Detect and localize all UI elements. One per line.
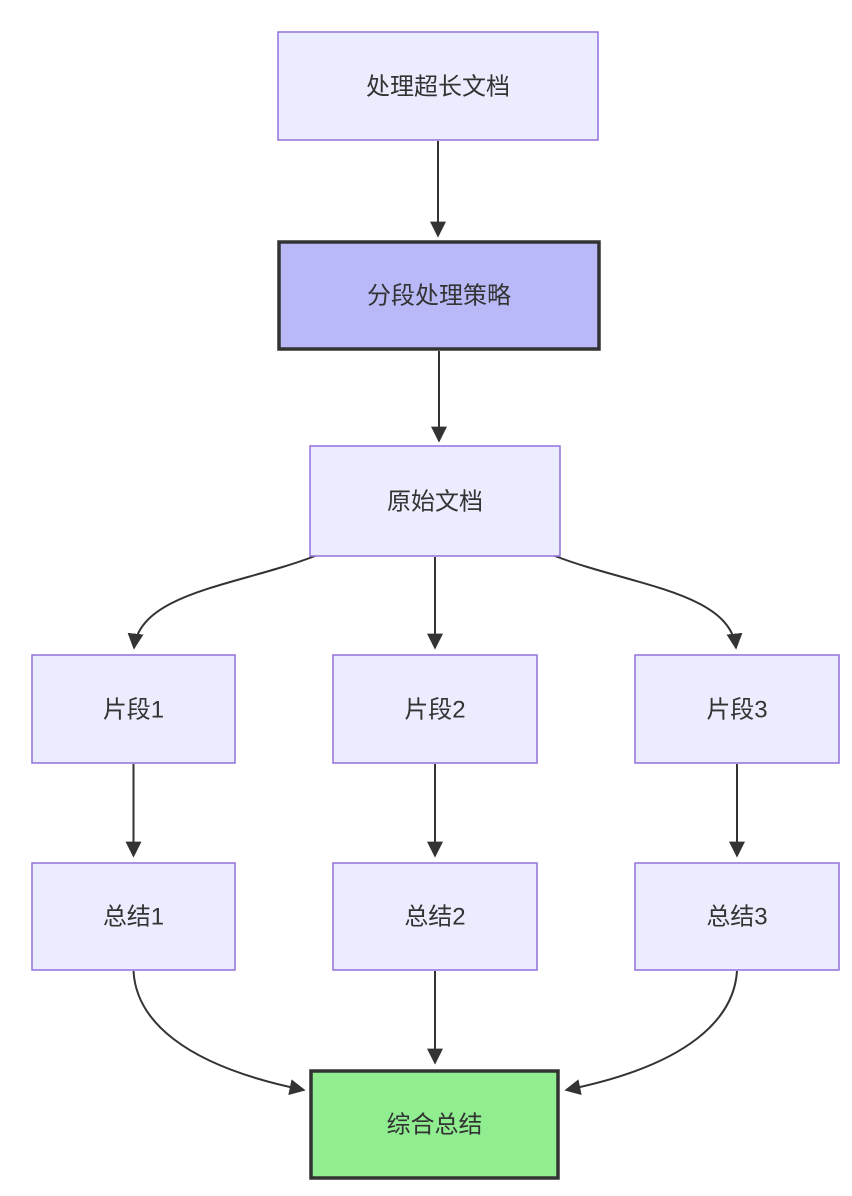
node-summary-3-label: 总结3 <box>706 904 767 931</box>
edge-source-doc-to-segment-3 <box>554 555 743 650</box>
node-strategy-label: 分段处理策略 <box>367 283 511 310</box>
node-source-doc-label: 原始文档 <box>387 489 483 516</box>
edge-source-doc-to-segment-1 <box>127 555 316 650</box>
node-segment-2-label: 片段2 <box>404 697 465 724</box>
node-summary-2-box <box>332 862 538 971</box>
node-source-doc-box <box>309 445 561 557</box>
node-final-summary: 综合总结 <box>309 1069 560 1180</box>
node-summary-3-box <box>634 862 840 971</box>
node-final-summary-label: 综合总结 <box>387 1112 483 1139</box>
edge-summary-1-to-final-summary <box>132 970 306 1095</box>
node-segment-3-label: 片段3 <box>706 697 767 724</box>
node-summary-2-label: 总结2 <box>404 904 465 931</box>
node-segment-3-box <box>634 654 840 764</box>
node-segment-1-box <box>31 654 236 764</box>
node-summary-1: 总结1 <box>31 862 236 971</box>
node-task-label: 处理超长文档 <box>366 74 510 101</box>
node-final-summary-box <box>309 1069 560 1180</box>
node-summary-1-label: 总结1 <box>103 904 164 931</box>
node-summary-3: 总结3 <box>634 862 840 971</box>
node-segment-2: 片段2 <box>332 654 538 764</box>
node-strategy: 分段处理策略 <box>277 240 601 351</box>
node-summary-2: 总结2 <box>332 862 538 971</box>
node-strategy-box <box>277 240 601 351</box>
node-segment-1-label: 片段1 <box>103 697 164 724</box>
node-source-doc: 原始文档 <box>309 445 561 557</box>
node-task: 处理超长文档 <box>277 31 599 141</box>
node-segment-2-box <box>332 654 538 764</box>
node-segment-3: 片段3 <box>634 654 840 764</box>
edge-layer <box>125 141 745 1095</box>
node-task-box <box>277 31 599 141</box>
edge-summary-3-to-final-summary <box>564 970 738 1095</box>
node-summary-1-box <box>31 862 236 971</box>
node-segment-1: 片段1 <box>31 654 236 764</box>
